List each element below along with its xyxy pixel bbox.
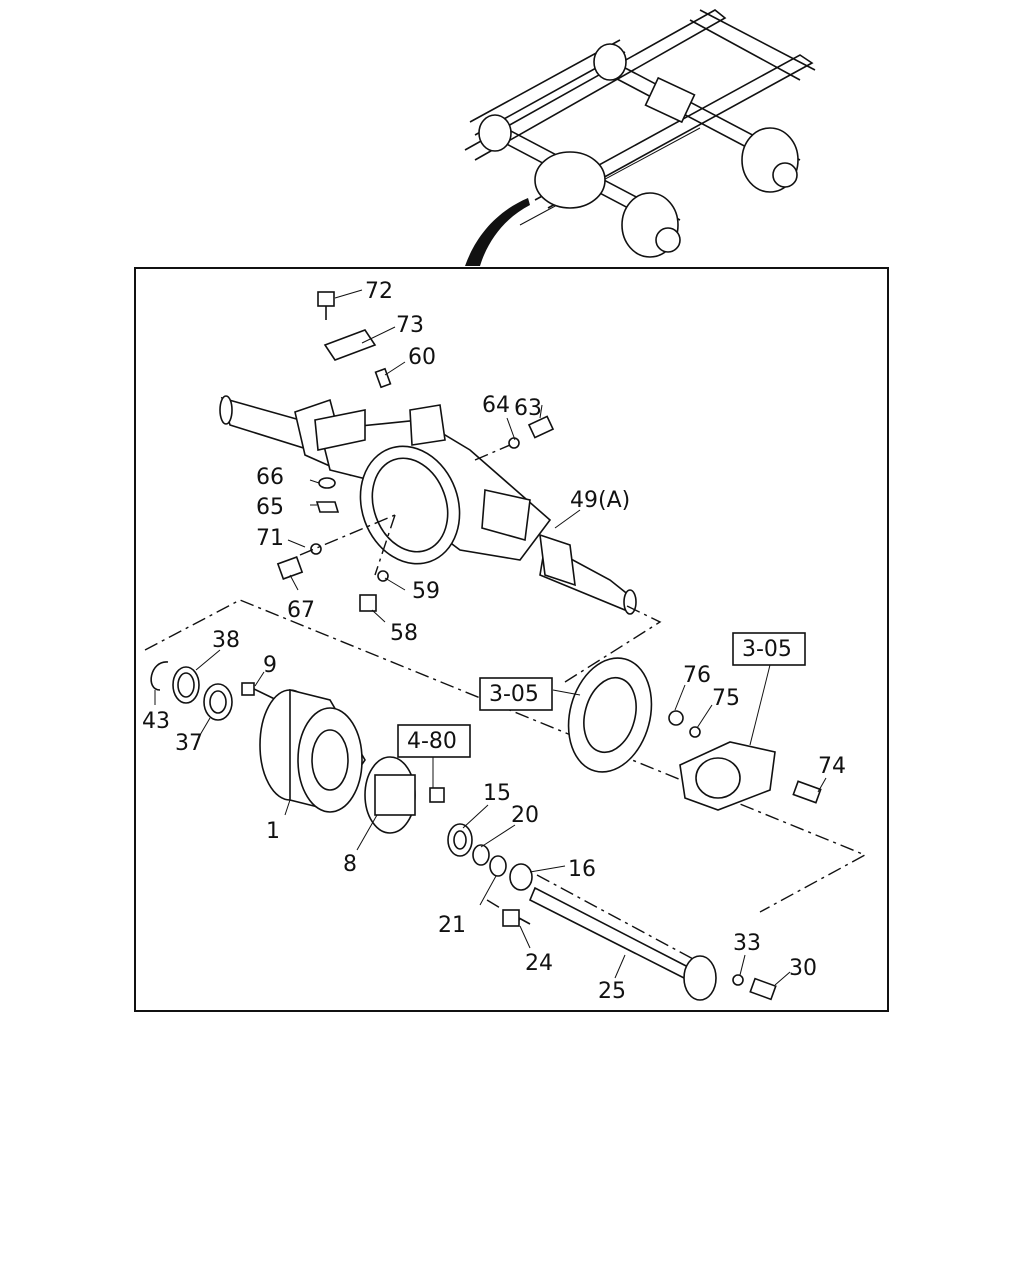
callout-21: 21 <box>438 913 466 938</box>
callout-labels: 72 73 60 63 64 66 65 49(A) 71 59 67 58 3… <box>142 279 846 1004</box>
callout-59: 59 <box>412 579 440 604</box>
axle-housing-drawing <box>219 395 637 615</box>
callout-58: 58 <box>390 621 418 646</box>
ref-label-3-05-left: 3-05 <box>489 682 539 707</box>
callout-64: 64 <box>482 393 510 418</box>
ref-box-4-80 <box>397 724 471 758</box>
callout-20: 20 <box>511 803 539 828</box>
callout-71: 71 <box>256 526 284 551</box>
assembly-line-upper <box>299 444 511 576</box>
callout-9: 9 <box>263 653 277 678</box>
assembly-outline-brake <box>564 604 662 683</box>
callout-37: 37 <box>175 731 203 756</box>
callout-33: 33 <box>733 931 761 956</box>
chassis-overview-inset <box>464 9 816 266</box>
callout-43: 43 <box>142 709 170 734</box>
assembly-outline-hub <box>144 599 867 913</box>
callout-63: 63 <box>514 396 542 421</box>
callout-60: 60 <box>408 345 436 370</box>
callout-15: 15 <box>483 781 511 806</box>
housing-small-parts <box>276 291 555 612</box>
callout-24: 24 <box>525 951 553 976</box>
brake-parts-drawing <box>567 657 822 811</box>
callout-25: 25 <box>598 979 626 1004</box>
callout-16: 16 <box>568 857 596 882</box>
ref-box-3-05-left <box>479 677 553 711</box>
diagram-frame <box>134 267 889 1012</box>
callout-75: 75 <box>712 686 740 711</box>
callout-67: 67 <box>287 598 315 623</box>
callout-1: 1 <box>266 819 280 844</box>
callout-73: 73 <box>396 313 424 338</box>
callout-65: 65 <box>256 495 284 520</box>
reference-boxes: 3-05 3-05 4-80 <box>397 632 806 758</box>
leader-lines <box>154 289 827 986</box>
callout-49a: 49(A) <box>570 488 630 513</box>
ref-label-4-80: 4-80 <box>407 729 457 754</box>
callout-30: 30 <box>789 956 817 981</box>
ref-label-3-05-right: 3-05 <box>742 637 792 662</box>
callout-74: 74 <box>818 754 846 779</box>
callout-38: 38 <box>212 628 240 653</box>
callout-66: 66 <box>256 465 284 490</box>
callout-76: 76 <box>683 663 711 688</box>
hub-parts-drawing <box>150 661 777 1001</box>
callout-72: 72 <box>365 279 393 304</box>
callout-8: 8 <box>343 852 357 877</box>
ref-box-3-05-right <box>732 632 806 666</box>
